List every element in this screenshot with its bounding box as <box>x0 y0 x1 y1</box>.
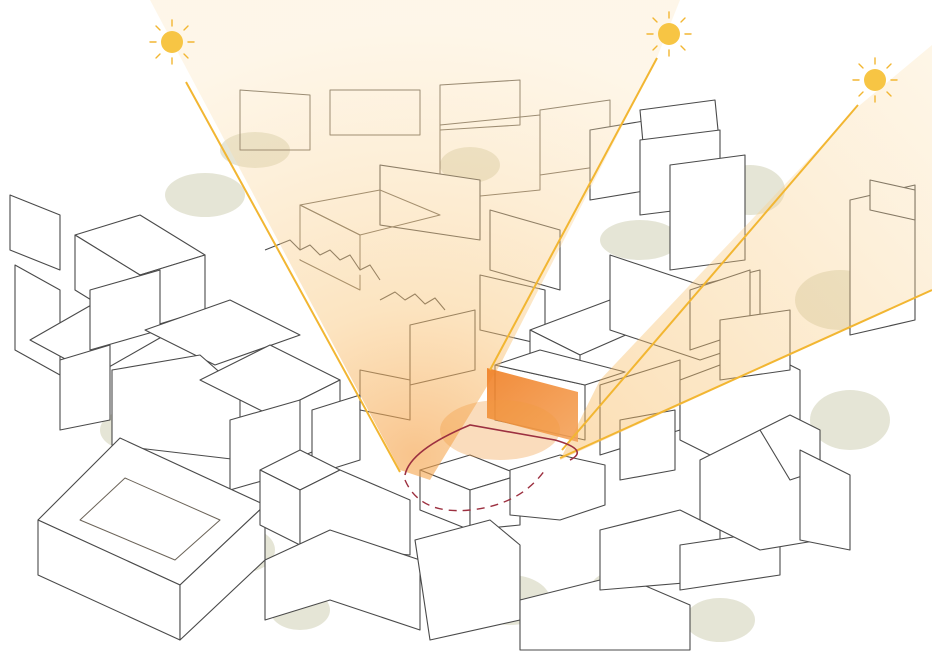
sun-right-icon <box>853 58 897 102</box>
sun-left-icon <box>150 20 194 64</box>
sun-middle-icon <box>647 12 691 56</box>
